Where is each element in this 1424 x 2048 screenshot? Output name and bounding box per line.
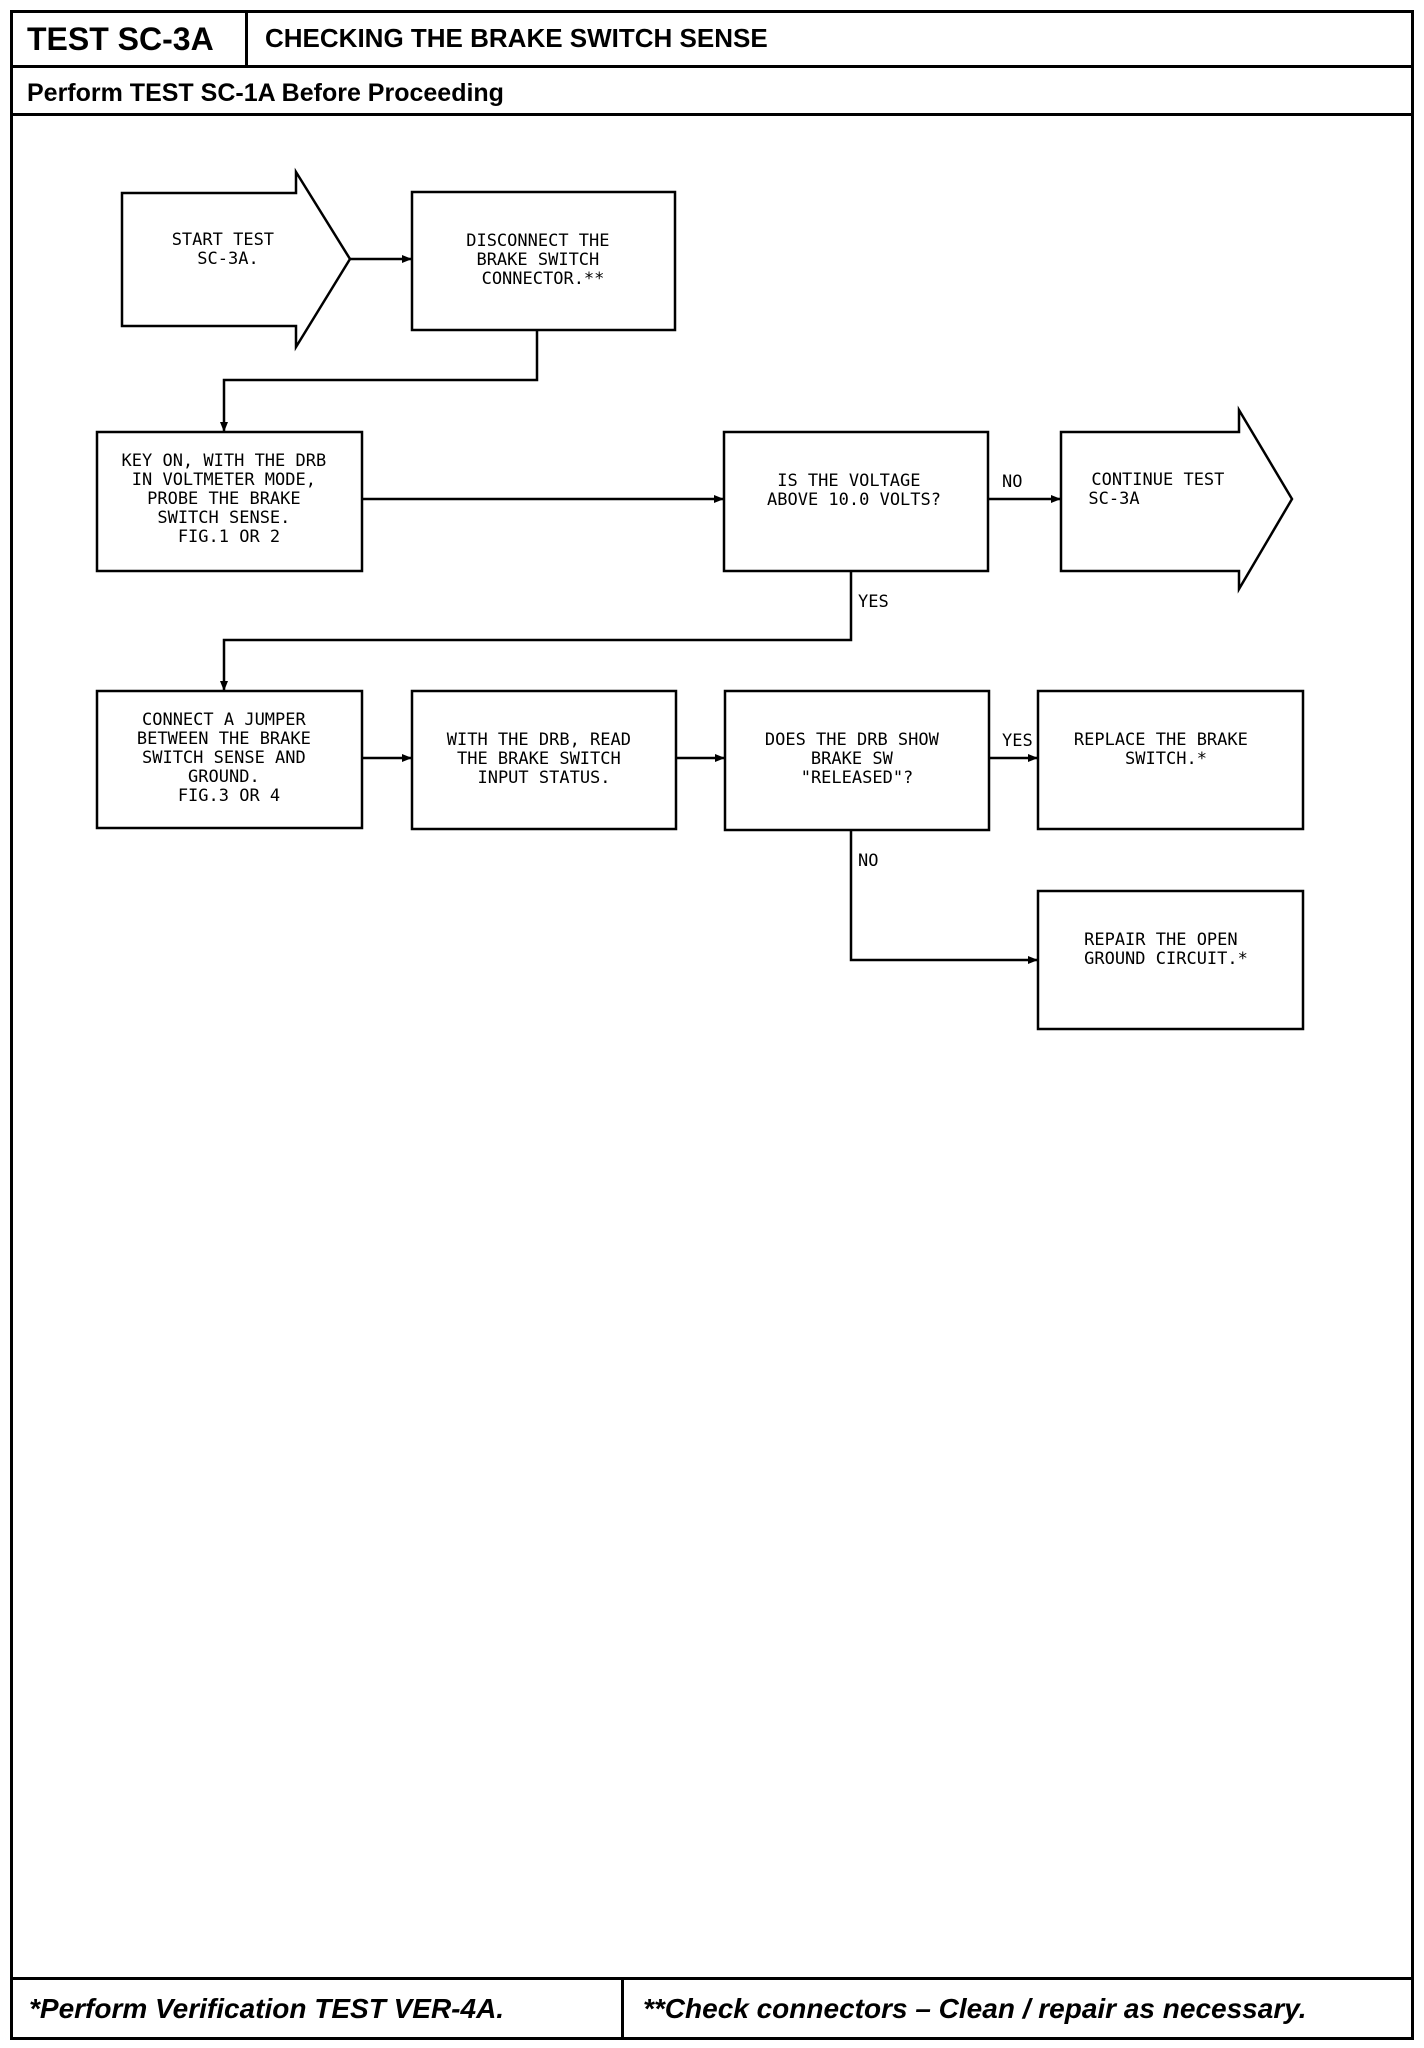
drb-released-text: DOES THE DRB SHOW BRAKE SW "RELEASED"? [765, 730, 949, 788]
jumper-line: CONNECT A JUMPER [142, 710, 307, 730]
replace-switch-text: REPLACE THE BRAKE SWITCH.* [1074, 730, 1258, 769]
start-arrow-shape [120, 167, 352, 352]
repair-ground-box [1036, 889, 1305, 1031]
test-id: TEST SC-3A [13, 13, 248, 65]
edge-voltage-jumper [220, 571, 853, 691]
jumper-line: SWITCH SENSE AND [142, 748, 306, 768]
disconnect-box [410, 190, 677, 332]
edge-disconnect-keyon [220, 330, 539, 432]
replace-switch-box [1036, 689, 1305, 831]
start-text: START TEST SC-3A. [172, 230, 285, 269]
disconnect-line: DISCONNECT THE [466, 231, 609, 251]
disconnect-text: DISCONNECT THE BRAKE SWITCH CONNECTOR.** [466, 231, 620, 289]
page-frame: TEST SC-3A CHECKING THE BRAKE SWITCH SEN… [10, 10, 1414, 2040]
repair-ground-line: REPAIR THE OPEN [1084, 930, 1238, 950]
drb-released-line: DOES THE DRB SHOW [765, 730, 940, 750]
continue-line: CONTINUE TEST [1091, 470, 1224, 490]
key-on-line: PROBE THE BRAKE [147, 489, 301, 509]
voltage-check-line: ABOVE 10.0 VOLTS? [767, 490, 941, 510]
edge-drb-repair [849, 830, 1038, 964]
jumper-box [95, 689, 364, 830]
continue-arrow-shape [1059, 405, 1294, 594]
read-status-text: WITH THE DRB, READ THE BRAKE SWITCH INPU… [447, 730, 641, 788]
key-on-line: FIG.1 OR 2 [178, 527, 280, 547]
start-line: SC-3A. [197, 249, 258, 269]
key-on-box [95, 430, 364, 573]
read-status-line: INPUT STATUS. [477, 768, 610, 788]
continue-line: SC-3A [1088, 489, 1139, 509]
key-on-line: IN VOLTMETER MODE, [132, 470, 316, 490]
read-status-box [410, 689, 678, 831]
replace-switch-line: SWITCH.* [1125, 749, 1207, 769]
footer-divider [621, 1980, 624, 2037]
start-line: START TEST [172, 230, 274, 250]
voltage-check-text: IS THE VOLTAGE ABOVE 10.0 VOLTS? [767, 471, 941, 510]
key-on-line: SWITCH SENSE. [157, 508, 290, 528]
jumper-line: FIG.3 OR 4 [178, 786, 280, 806]
read-status-line: THE BRAKE SWITCH [457, 749, 621, 769]
test-title: CHECKING THE BRAKE SWITCH SENSE [265, 23, 768, 53]
jumper-line: GROUND. [188, 767, 260, 787]
footer-verification-note: *Perform Verification TEST VER-4A. [29, 1993, 505, 2024]
edge-label-no-voltage: NO [1002, 472, 1022, 492]
replace-switch-line: REPLACE THE BRAKE [1074, 730, 1248, 750]
read-status-line: WITH THE DRB, READ [447, 730, 631, 750]
voltage-check-line: IS THE VOLTAGE [777, 471, 920, 491]
footer-connector-note: **Check connectors – Clean / repair as n… [643, 1993, 1307, 2024]
jumper-line: BETWEEN THE BRAKE [137, 729, 311, 749]
prerequisite-note: Perform TEST SC-1A Before Proceeding [27, 79, 504, 107]
repair-ground-text: REPAIR THE OPEN GROUND CIRCUIT.* [1084, 930, 1248, 969]
edge-label-yes-released: YES [1002, 731, 1033, 751]
voltage-check-box [722, 430, 990, 573]
header-divider [13, 113, 1411, 116]
key-on-line: KEY ON, WITH THE DRB [122, 451, 327, 471]
edge-label-yes-voltage: YES [858, 592, 889, 612]
drb-released-line: BRAKE SW [811, 749, 894, 769]
key-on-text: KEY ON, WITH THE DRB IN VOLTMETER MODE, … [122, 451, 337, 547]
continue-text: CONTINUE TEST SC-3A [1088, 470, 1234, 509]
disconnect-line: CONNECTOR.** [482, 269, 605, 289]
edge-label-no-released: NO [858, 851, 878, 871]
footer: *Perform Verification TEST VER-4A. **Che… [13, 1977, 1411, 2037]
drb-released-box [723, 689, 991, 832]
disconnect-line: BRAKE SWITCH [476, 250, 599, 270]
jumper-text: CONNECT A JUMPER BETWEEN THE BRAKE SWITC… [137, 710, 321, 806]
header: TEST SC-3A CHECKING THE BRAKE SWITCH SEN… [13, 13, 1411, 68]
drb-released-line: "RELEASED"? [801, 768, 914, 788]
repair-ground-line: GROUND CIRCUIT.* [1084, 949, 1248, 969]
